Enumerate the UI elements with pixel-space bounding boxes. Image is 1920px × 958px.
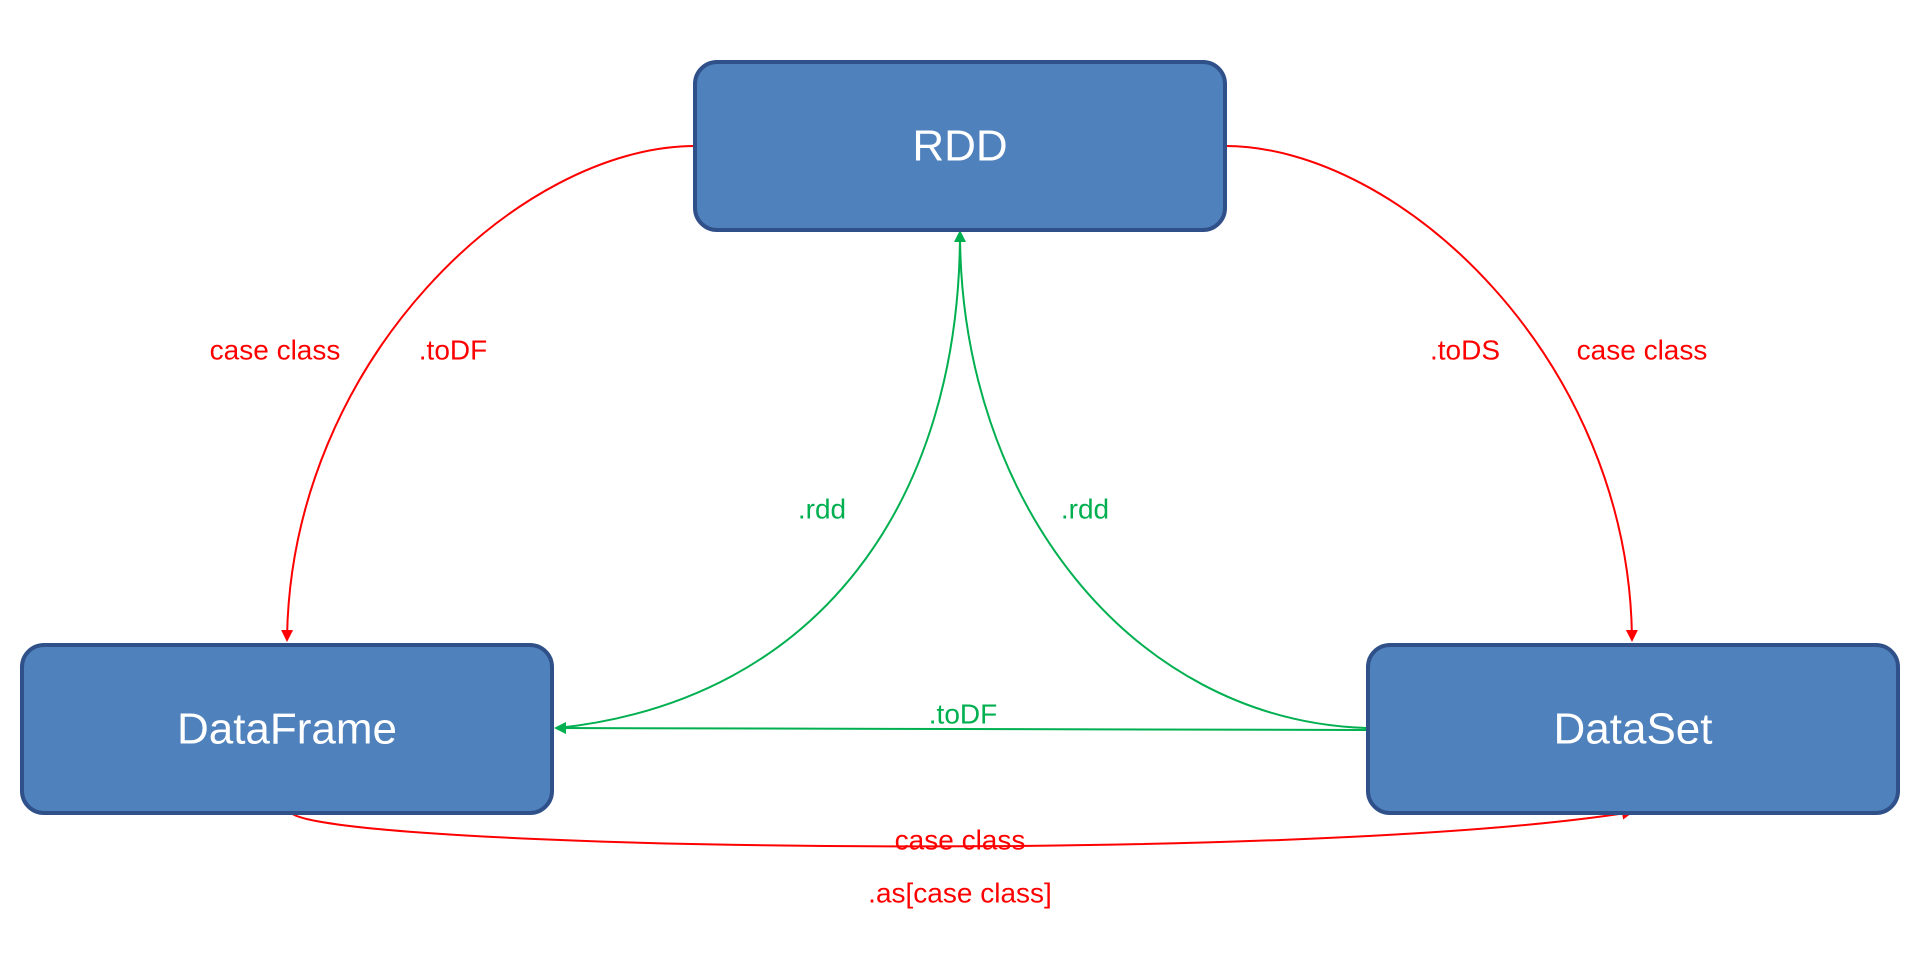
edge-rdd-to-dataset (1224, 145, 1638, 642)
label-rdd-to-dataframe-todf: .toDF (419, 335, 487, 366)
edge-dataframe-to-dataset (289, 807, 1634, 848)
edge-rdd-to-dataframe (281, 145, 696, 642)
node-dataset[interactable]: DataSet (1366, 643, 1900, 815)
node-rdd[interactable]: RDD (693, 60, 1227, 232)
label-dataframe-to-rdd: .rdd (798, 494, 846, 525)
edge-dataset-to-rdd (959, 231, 1367, 729)
node-rdd-label: RDD (912, 122, 1007, 171)
node-dataset-label: DataSet (1554, 705, 1713, 754)
node-dataframe-label: DataFrame (177, 705, 397, 754)
label-dataset-to-dataframe: .toDF (929, 699, 997, 730)
label-dataset-to-rdd: .rdd (1061, 494, 1109, 525)
label-rdd-to-dataframe-case-class: case class (210, 335, 341, 366)
node-dataframe[interactable]: DataFrame (20, 643, 554, 815)
label-dataframe-to-dataset-as: .as[case class] (868, 878, 1052, 909)
label-dataframe-to-dataset-case-class: case class (895, 825, 1026, 856)
label-rdd-to-dataset-tods: .toDS (1430, 335, 1500, 366)
edge-dataframe-to-rdd (557, 230, 966, 729)
label-rdd-to-dataset-case-class: case class (1577, 335, 1708, 366)
edge-dataset-to-dataframe (554, 722, 1367, 735)
